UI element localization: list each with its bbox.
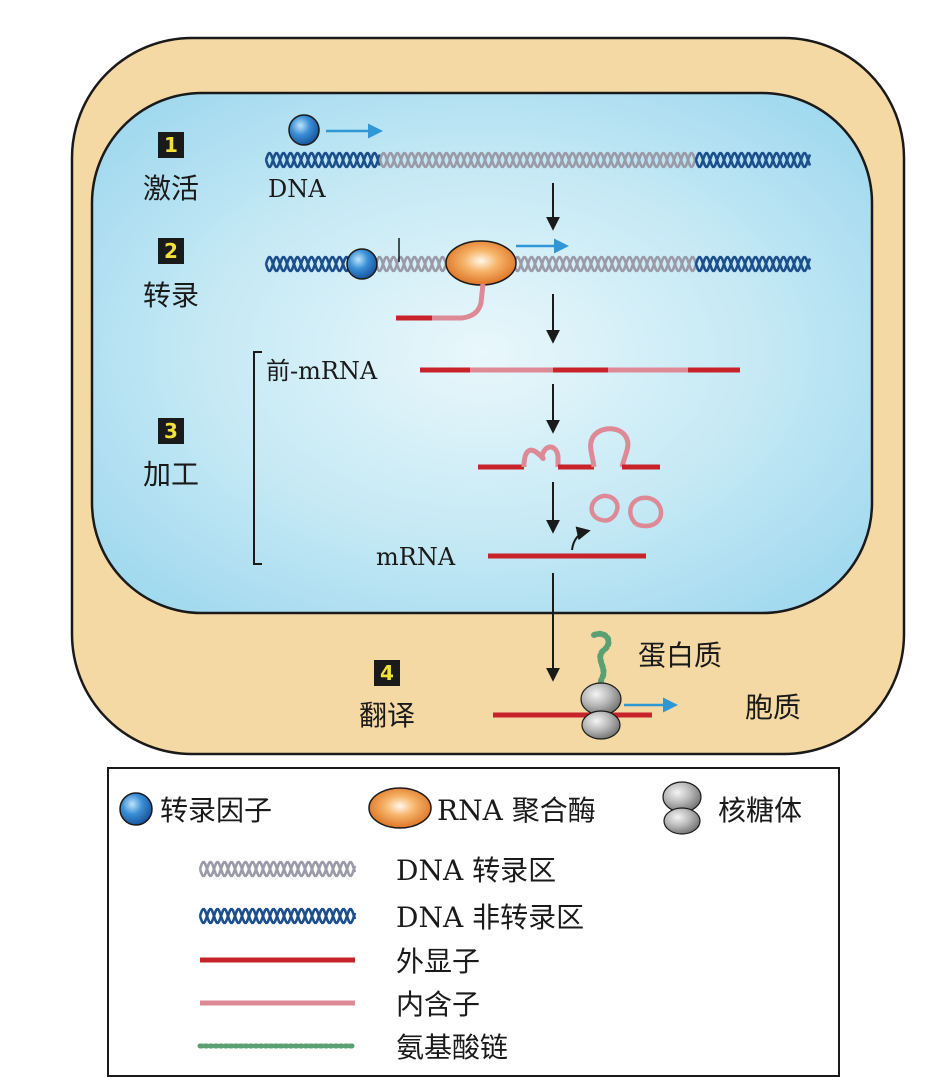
legend-dna-transcribed: DNA 转录区 <box>396 854 556 887</box>
step-3: 3 加工 <box>143 418 199 491</box>
step-3-number: 3 <box>164 419 178 443</box>
nascent-rna-intron <box>432 283 486 321</box>
step-3-label: 加工 <box>143 458 199 491</box>
step-2: 2 转录 <box>143 238 199 312</box>
step-1-badge <box>158 132 184 158</box>
protein-label: 蛋白质 <box>638 639 722 672</box>
dna-transcribed <box>512 255 698 273</box>
ribosome-large-subunit <box>580 682 622 716</box>
intron-loop <box>521 444 561 468</box>
mrna-label: mRNA <box>376 543 456 571</box>
dna-helix-transcription <box>264 255 812 273</box>
ribosome-icon <box>662 781 702 835</box>
dna-label: DNA <box>268 175 326 203</box>
legend-exon: 外显子 <box>396 945 480 978</box>
rna-polymerase-icon <box>445 240 517 286</box>
excised-intron <box>628 495 664 529</box>
step-1: 1 激活 <box>143 132 199 205</box>
legend-dna-transcribed-swatch <box>198 860 357 878</box>
step-1-number: 1 <box>164 133 178 157</box>
step-2-label: 转录 <box>143 279 199 312</box>
excised-intron <box>589 493 620 523</box>
splicing-intermediate <box>478 426 660 470</box>
nucleus <box>90 91 874 615</box>
step-3-badge <box>158 418 184 444</box>
legend-rna-polymerase: RNA 聚合酶 <box>437 794 596 827</box>
step-4-number: 4 <box>380 661 394 685</box>
ribosome-small-subunit <box>663 807 701 835</box>
dna-non-transcribed <box>694 255 812 273</box>
legend-dna-non-transcribed: DNA 非转录区 <box>396 901 584 934</box>
step-4-badge <box>374 660 400 686</box>
step-2-number: 2 <box>164 239 178 263</box>
intron-loop <box>588 426 631 468</box>
processing-bracket <box>253 351 262 565</box>
dna-helix-activation <box>264 151 812 169</box>
ribosome-small-subunit <box>581 710 621 740</box>
transcription-factor-icon <box>288 114 320 146</box>
legend-ribosome: 核糖体 <box>718 794 802 827</box>
transcription-factor-icon <box>346 248 378 280</box>
rna-polymerase-icon <box>368 787 432 829</box>
step-4-label: 翻译 <box>359 699 415 732</box>
step-4: 4 翻译 <box>359 660 415 732</box>
transcription-factor-icon <box>119 792 153 826</box>
legend-transcription-factor: 转录因子 <box>160 794 272 827</box>
dna-transcribed <box>374 255 450 273</box>
step-2-badge <box>158 238 184 264</box>
dna-transcribed <box>378 151 698 169</box>
legend-dna-non-transcribed-swatch <box>198 907 357 925</box>
step-1-label: 激活 <box>143 172 199 205</box>
dna-transcribed <box>198 860 357 878</box>
cytoplasm-label: 胞质 <box>745 691 801 724</box>
dna-non-transcribed <box>264 255 350 273</box>
dna-non-transcribed <box>694 151 812 169</box>
excision-arrow <box>571 526 591 551</box>
dna-non-transcribed <box>264 151 382 169</box>
dna-non-transcribed <box>198 907 357 925</box>
legend-amino-acid-chain: 氨基酸链 <box>396 1031 508 1064</box>
legend-intron: 内含子 <box>396 988 480 1021</box>
pre-mrna-label: 前-mRNA <box>266 357 378 385</box>
ribosome-icon <box>580 682 622 740</box>
